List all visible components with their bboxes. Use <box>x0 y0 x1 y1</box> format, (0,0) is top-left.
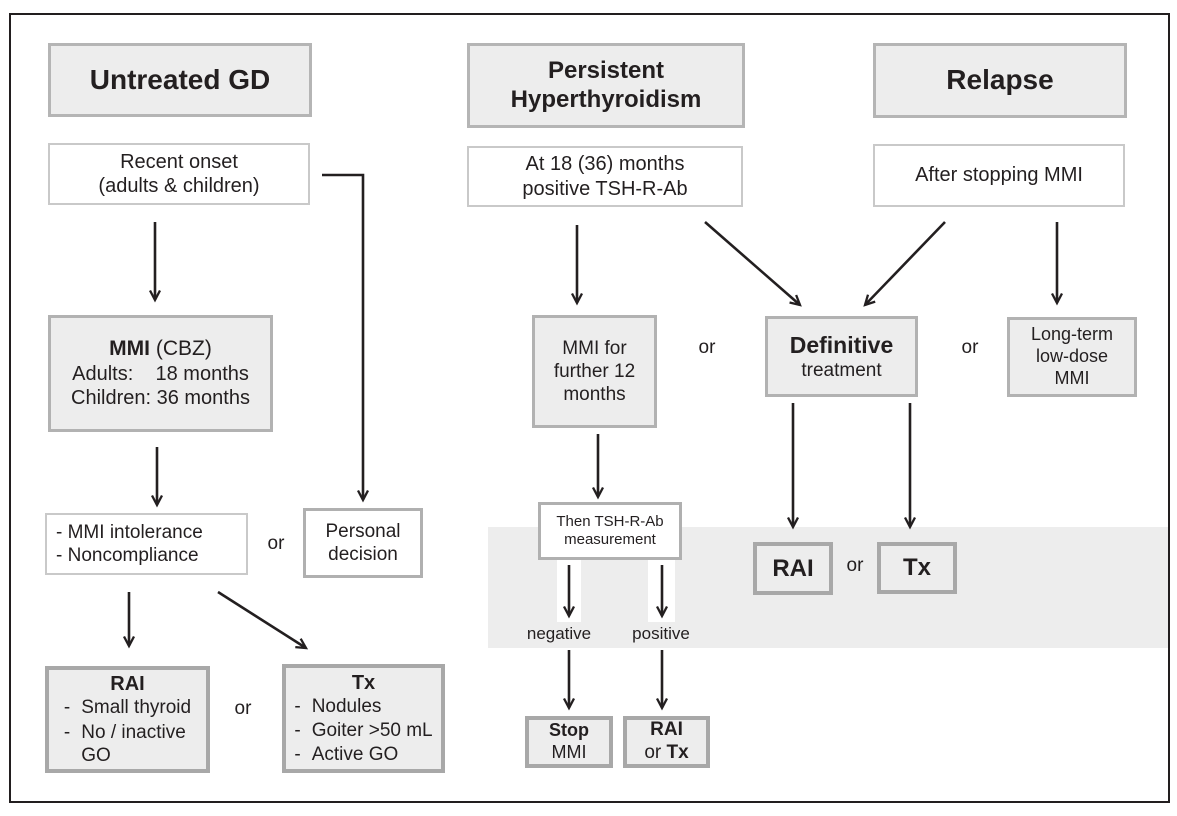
or-label-definitive-longterm: or <box>961 337 979 358</box>
rai-option-item-text: Small thyroid <box>81 697 192 719</box>
dash-marker: - <box>63 697 71 719</box>
positive-label: positive <box>632 624 690 643</box>
rai-result-label: RAI <box>772 554 814 582</box>
tx-option-item: - Nodules <box>294 695 381 718</box>
tx-option-item: - Goiter >50 mL <box>294 719 432 742</box>
rai-or-tx-box: RAI or Tx <box>623 716 710 768</box>
recent-onset-box: Recent onset (adults & children) <box>48 143 310 205</box>
rai-or-tx-line2-or: or <box>644 742 667 763</box>
after-stopping-mmi-label: After stopping MMI <box>915 164 1083 187</box>
header-untreated-gd-label: Untreated GD <box>89 63 271 95</box>
header-untreated-gd: Untreated GD <box>48 43 312 117</box>
rai-or-tx-line2: or Tx <box>644 742 688 765</box>
mmi-further-12-label: MMI for further 12 months <box>553 337 636 406</box>
tx-option-item-text: Active GO <box>311 744 399 766</box>
then-tshrab-box: Then TSH-R-Ab measurement <box>538 502 682 560</box>
mmi-cbz-title-bold: MMI <box>109 337 150 361</box>
header-persistent-hyperthyroidism: Persistent Hyperthyroidism <box>467 43 745 128</box>
rai-option-item-text: No / inactive GO <box>81 721 186 766</box>
negative-label: negative <box>526 624 592 643</box>
rai-option-item: - Small thyroid <box>64 696 191 719</box>
definitive-treatment-box: Definitive treatment <box>765 316 918 397</box>
stop-mmi-line2: MMI <box>551 742 587 762</box>
header-relapse-label: Relapse <box>946 64 1054 96</box>
rai-option-item: - No / inactive GO <box>64 721 186 767</box>
at-18-months-label: At 18 (36) months positive TSH-R-Ab <box>522 153 688 200</box>
header-relapse: Relapse <box>873 43 1127 118</box>
personal-decision-label: Personal decision <box>325 520 401 565</box>
dash-marker: - <box>294 744 301 766</box>
dash-marker: - <box>294 695 301 717</box>
dash-marker: - <box>294 720 301 742</box>
after-stopping-mmi-box: After stopping MMI <box>873 144 1125 207</box>
or-label-mmi-definitive: or <box>698 337 716 358</box>
tx-result-label: Tx <box>902 554 931 582</box>
recent-onset-label: Recent onset (adults & children) <box>98 150 260 197</box>
long-term-mmi-box: Long-term low-dose MMI <box>1007 317 1137 397</box>
mmi-cbz-durations: Adults: 18 months Children: 36 months <box>71 362 250 410</box>
or-label-rai-tx-left: or <box>234 698 252 719</box>
mmi-cbz-box: MMI (CBZ) Adults: 18 months Children: 36… <box>48 315 273 432</box>
dash-marker: - <box>63 721 71 743</box>
personal-decision-box: Personal decision <box>303 508 423 578</box>
tx-option-item: - Active GO <box>294 743 398 766</box>
then-tshrab-label: Then TSH-R-Ab measurement <box>556 512 664 548</box>
definitive-title: Definitive <box>789 331 894 358</box>
criteria-label: - MMI intolerance - Noncompliance <box>56 521 203 566</box>
definitive-subtitle: treatment <box>801 359 882 381</box>
long-term-mmi-label: Long-term low-dose MMI <box>1030 324 1114 388</box>
tx-option-item-text: Goiter >50 mL <box>311 720 433 742</box>
mmi-cbz-title-rest: (CBZ) <box>150 337 212 361</box>
stop-mmi-line1: Stop <box>549 720 589 741</box>
at-18-months-box: At 18 (36) months positive TSH-R-Ab <box>467 146 743 207</box>
or-label-criteria-personal: or <box>267 533 285 554</box>
tx-option-item-text: Nodules <box>311 695 382 717</box>
tx-option-box: Tx - Nodules - Goiter >50 mL - Active GO <box>282 664 445 773</box>
stop-mmi-box: Stop MMI <box>525 716 613 768</box>
rai-option-title: RAI <box>110 673 145 696</box>
rai-or-tx-line2-tx: Tx <box>666 742 689 763</box>
mmi-further-12-box: MMI for further 12 months <box>532 315 657 428</box>
tx-result-box: Tx <box>877 542 957 594</box>
rai-or-tx-line1: RAI <box>650 719 683 741</box>
tx-option-title: Tx <box>351 671 376 694</box>
criteria-box: - MMI intolerance - Noncompliance <box>45 513 248 575</box>
or-label-rai-tx-result: or <box>846 555 864 576</box>
rai-option-box: RAI - Small thyroid - No / inactive GO <box>45 666 210 773</box>
header-persistent-label: Persistent Hyperthyroidism <box>510 57 702 113</box>
mmi-cbz-title: MMI (CBZ) <box>109 336 212 362</box>
rai-result-box: RAI <box>753 542 833 595</box>
